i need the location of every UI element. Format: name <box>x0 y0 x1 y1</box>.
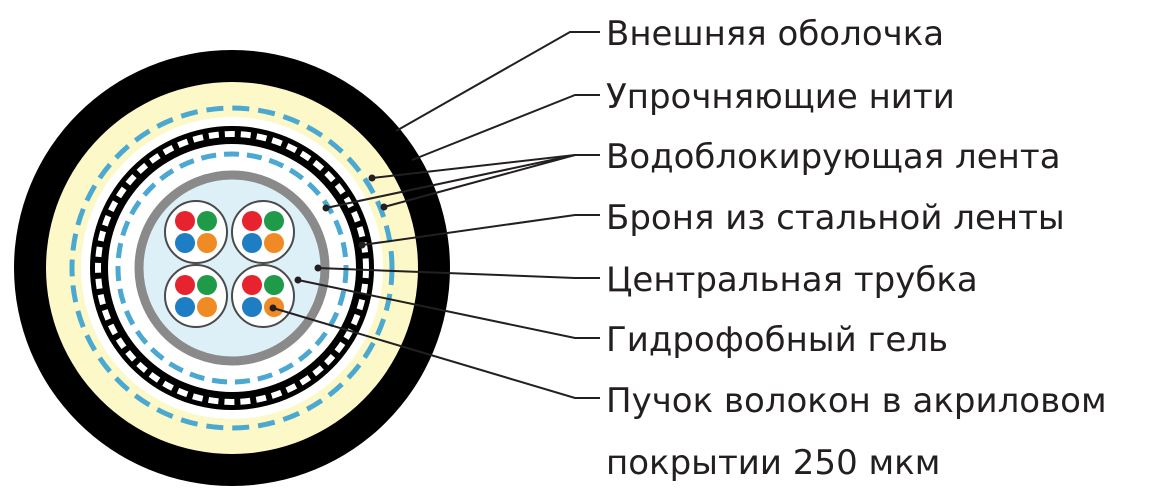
fiber-blue <box>175 233 195 253</box>
label-outer-sheath: Внешняя оболочка <box>606 14 944 54</box>
leader-line-water-blocking-b <box>383 154 576 208</box>
leader-line-strength-yarns <box>411 94 600 161</box>
label-central-tube: Центральная трубка <box>606 260 978 300</box>
central-tube <box>134 170 330 366</box>
fiber-orange <box>197 297 217 317</box>
leader-line-hydrophobic-gel <box>297 279 600 339</box>
label-hydrophobic-gel: Гидрофобный гель <box>606 320 948 360</box>
labels: Внешняя оболочка Упрочняющие нити Водобл… <box>606 14 1107 483</box>
fiber-green <box>264 211 284 231</box>
fiber-red <box>175 211 195 231</box>
fiber-green <box>264 275 284 295</box>
cable-cross-section <box>14 50 450 486</box>
fiber-orange <box>264 233 284 253</box>
fiber-blue <box>175 297 195 317</box>
water-blocking-tape-inner <box>115 151 349 385</box>
leader-dots <box>269 174 388 312</box>
fiber-blue <box>242 233 262 253</box>
label-steel-tape-armor: Броня из стальной ленты <box>606 198 1065 238</box>
fiber-orange <box>197 233 217 253</box>
fiber-red <box>242 275 262 295</box>
label-water-blocking-tape: Водоблокирующая лента <box>606 137 1061 177</box>
steel-tape-armor-corrugation <box>95 131 369 405</box>
leader-lines <box>272 31 600 399</box>
fiber-blue <box>242 297 262 317</box>
fiber-red <box>175 275 195 295</box>
label-fiber-bundle-line1: Пучок волокон в акриловом <box>606 381 1107 421</box>
fiber-red <box>242 211 262 231</box>
fiber-bundle <box>231 264 295 328</box>
label-fiber-bundle-line2: покрытии 250 мкм <box>606 443 940 483</box>
leader-line-fiber-bundle <box>272 307 600 399</box>
fiber-bundle <box>231 200 295 264</box>
leader-line-water-blocking-c <box>325 154 576 209</box>
fiber-green <box>197 275 217 295</box>
label-strength-yarns: Упрочняющие нити <box>606 77 955 117</box>
fiber-bundle <box>164 200 228 264</box>
fiber-green <box>197 211 217 231</box>
leader-line-outer-sheath <box>395 31 600 132</box>
leader-line-steel-armor <box>361 214 600 246</box>
leader-line-central-tube <box>317 267 600 279</box>
fiber-bundle <box>164 264 228 328</box>
water-blocking-tape-outer <box>69 105 395 431</box>
